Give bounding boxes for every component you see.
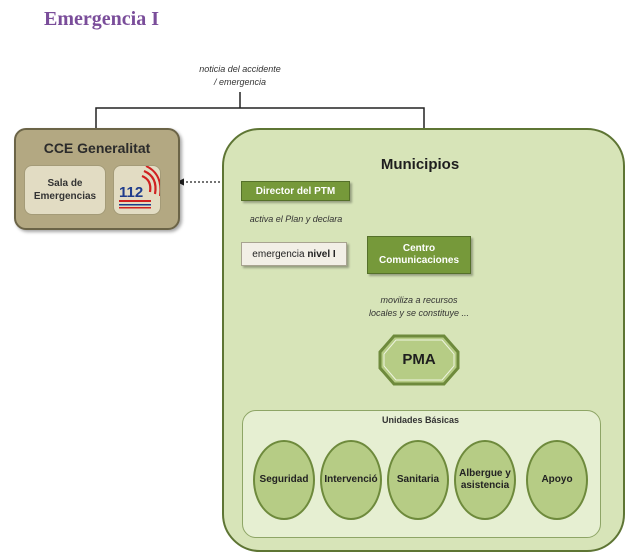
municipios-title: Municipios [380, 156, 460, 173]
cce-title: CCE Generalitat [43, 140, 151, 156]
moviliza-recursos-label: moviliza a recursos locales y se constit… [368, 295, 470, 318]
sala-emergencias-box: Sala de Emergencias [24, 165, 106, 215]
unit-albergue-asistencia: Albergue y asistencia [454, 440, 516, 520]
logo-112-icon: 112 [119, 165, 162, 209]
page-title: Emergencia I [44, 8, 159, 30]
emergencia-nivel-box: emergencia nivel I [241, 242, 347, 266]
notice-label: noticia del accidente / emergencia [199, 64, 281, 87]
unit-intervencio: Intervenció [320, 440, 382, 520]
unidades-basicas-title: Unidades Básicas [381, 415, 460, 425]
logo-112-number: 112 [119, 184, 143, 201]
pma-octagon [378, 334, 460, 386]
unit-apoyo: Apoyo [526, 440, 588, 520]
centro-comunicaciones-box: Centro Comunicaciones [367, 236, 471, 274]
unit-sanitaria: Sanitaria [387, 440, 449, 520]
director-ptm-box: Director del PTM [241, 181, 350, 201]
logo-112-box: 112 [113, 165, 162, 215]
activa-plan-label: activa el Plan y declara [249, 214, 343, 224]
unit-seguridad: Seguridad [253, 440, 315, 520]
pma-label: PMA [402, 350, 436, 368]
